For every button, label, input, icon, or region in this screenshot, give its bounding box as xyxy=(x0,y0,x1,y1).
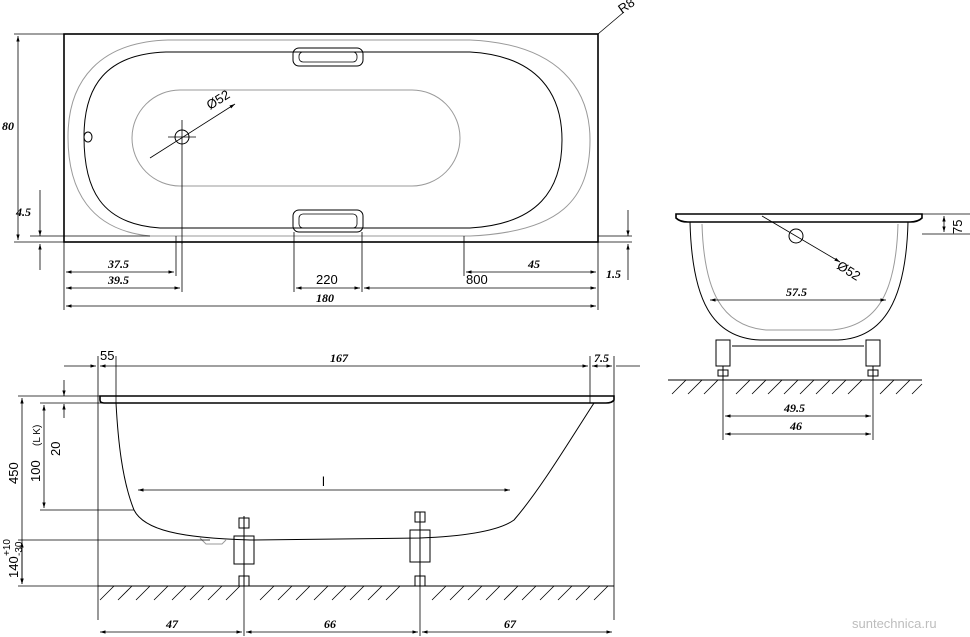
front-length: 167 xyxy=(330,351,349,365)
right-offset-a: 45 xyxy=(527,257,540,271)
foot-offset-right: 67 xyxy=(504,617,517,631)
handle-width: 220 xyxy=(316,272,338,287)
corner-radius: R8 xyxy=(615,0,637,16)
tub-outline xyxy=(63,33,599,243)
foot-span-b: 46 xyxy=(789,419,802,433)
front-foot-left xyxy=(233,516,255,587)
top-view: Ø52 R8 80 4.5 37.5 39.5 220 800 45 xyxy=(2,0,637,310)
drain-height-note: (L K) xyxy=(32,425,43,446)
side-foot-right xyxy=(865,339,881,380)
handle-bottom xyxy=(292,209,364,233)
basin-floor xyxy=(131,89,461,187)
rim-drop: 20 xyxy=(48,442,63,456)
front-foot-right xyxy=(409,511,431,587)
front-rim xyxy=(99,395,615,404)
inner-width: 57.5 xyxy=(786,285,807,299)
front-right-offset: 7.5 xyxy=(594,351,609,365)
rim-offset: 4.5 xyxy=(15,205,31,219)
handle-span: 800 xyxy=(466,272,488,287)
drain-top xyxy=(149,103,236,244)
side-floor-hatch xyxy=(671,379,923,395)
foot-height: 140 xyxy=(6,556,21,578)
side-view: Ø52 75 57.5 xyxy=(668,213,970,440)
front-height: 450 xyxy=(6,462,21,484)
foot-tol-plus: +10 xyxy=(2,539,13,556)
drain-height: 100 xyxy=(28,460,43,482)
side-rim xyxy=(675,213,923,223)
overall-width: 80 xyxy=(2,119,14,133)
front-floor-hatch xyxy=(99,585,609,601)
side-height: 75 xyxy=(950,220,965,234)
side-foot-left xyxy=(715,339,731,380)
foot-tol-minus: -30 xyxy=(14,541,25,556)
inner-basin xyxy=(83,51,563,229)
inner-length: l xyxy=(322,474,325,489)
front-view: l xyxy=(2,348,640,636)
foot-spacing: 66 xyxy=(324,617,336,631)
watermark: suntechnica.ru xyxy=(852,616,937,631)
side-body xyxy=(689,221,909,341)
overflow-mark xyxy=(83,131,93,143)
outer-rim xyxy=(67,39,591,237)
side-inner xyxy=(701,223,899,331)
foot-span-a: 49.5 xyxy=(783,401,805,415)
right-offset-b: 1.5 xyxy=(606,267,621,281)
front-body xyxy=(115,402,595,541)
overall-length: 180 xyxy=(316,291,334,305)
r8-leader xyxy=(597,11,625,35)
drain-offset-b: 39.5 xyxy=(107,273,129,287)
drain-side xyxy=(788,228,804,244)
foot-offset-left: 47 xyxy=(165,617,179,631)
handle-top xyxy=(292,47,364,67)
front-drain-slope xyxy=(199,537,227,545)
drain-offset-a: 37.5 xyxy=(107,257,129,271)
front-left-offset: 55 xyxy=(100,348,114,363)
